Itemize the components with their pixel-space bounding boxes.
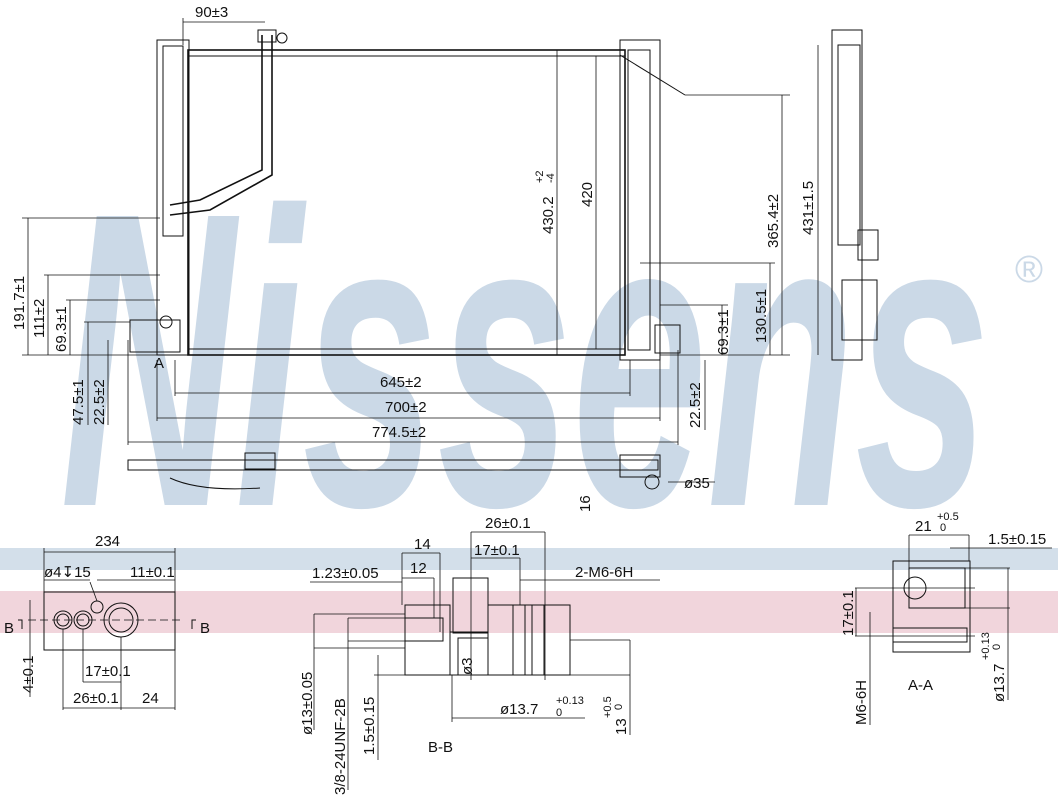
depth-label: 16 — [577, 495, 594, 512]
bb-dim-13-upper: +0.5 — [602, 696, 614, 718]
left-47-label: 47.5±1 — [70, 379, 87, 425]
left-22-label: 22.5±2 — [91, 379, 108, 425]
dist-24-label: 24 — [142, 690, 159, 707]
flange-view: 234 ø4↧15 11±0.1 B B 4±0.1 17±0.1 26±0.1… — [4, 533, 210, 710]
width-700-label: 700±2 — [385, 399, 427, 416]
section-a-marker: A — [154, 355, 164, 372]
aa-dim-21-lower: 0 — [940, 522, 946, 534]
bb-dia-137-upper: +0.13 — [556, 695, 584, 707]
height-core-label: 420 — [579, 182, 596, 207]
left-69-label: 69.3±1 — [53, 306, 70, 352]
condenser-front-view — [129, 29, 686, 361]
bb-thread-m6: 2-M6-6H — [575, 564, 633, 581]
aa-thread: M6-6H — [853, 680, 870, 725]
section-b-left: B — [4, 620, 14, 637]
height-total-tol-upper: +2 — [534, 170, 546, 183]
bb-thread-unf: 3/8-24UNF-2B — [332, 698, 349, 795]
offset-11-label: 11±0.1 — [130, 564, 175, 581]
bb-dim-13-lower: 0 — [613, 704, 625, 710]
aa-dia-137-upper: +0.13 — [980, 632, 992, 660]
bb-dim-26: 26±0.1 — [485, 515, 531, 532]
side-height-label: 431±1.5 — [800, 181, 817, 235]
bb-dim-14: 14 — [414, 536, 431, 553]
section-bb-view: 26±0.1 14 17±0.1 12 1.23±0.05 2-M6-6H ø1… — [299, 515, 660, 795]
bb-dia-137-lower: 0 — [556, 707, 562, 719]
section-b-right: B — [200, 620, 210, 637]
bb-dim-12: 12 — [410, 560, 427, 577]
aa-dim-21-upper: +0.5 — [937, 511, 959, 523]
dist-26-label: 26±0.1 — [73, 690, 119, 707]
bb-dim-15: 1.5±0.15 — [361, 697, 378, 755]
height-total-label: 430.2 — [540, 196, 557, 234]
bb-dim-123: 1.23±0.05 — [312, 565, 379, 582]
main-dimensions: 90±3 430.2 +2 -4 420 365.4±2 191.7±1 111… — [11, 4, 790, 445]
aa-title: A-A — [908, 677, 933, 694]
height-total-tol-lower: -4 — [545, 173, 557, 183]
section-aa-view: 21 +0.5 0 1.5±0.15 17±0.1 M6-6H A-A ø13.… — [840, 511, 1052, 725]
dist-17-label: 17±0.1 — [85, 663, 131, 680]
vert-4-label: 4±0.1 — [20, 656, 37, 693]
height-right-label: 365.4±2 — [765, 194, 782, 248]
pink-band — [0, 591, 1058, 633]
aa-dim-21: 21 — [915, 518, 932, 535]
left-111-label: 111±2 — [31, 299, 48, 338]
registered-mark: ® — [1015, 249, 1043, 291]
aa-dim-15: 1.5±0.15 — [988, 531, 1046, 548]
aa-dim-17: 17±0.1 — [840, 590, 857, 636]
aa-dia-137: ø13.7 — [991, 664, 1008, 702]
pipe-offset-label: 90±3 — [195, 4, 228, 21]
bb-title: B-B — [428, 739, 453, 756]
bb-dim-17: 17±0.1 — [474, 542, 520, 559]
right-130-label: 130.5±1 — [753, 289, 770, 343]
hole-label: ø4↧15 — [44, 564, 91, 581]
bb-dia-13: ø13±0.05 — [299, 672, 316, 735]
left-191-label: 191.7±1 — [11, 276, 28, 330]
aa-dia-137-lower: 0 — [991, 644, 1003, 650]
right-22-label: 22.5±2 — [687, 382, 704, 428]
bb-dia-3: ø3 — [459, 657, 476, 675]
condenser-side-view: 431±1.5 — [800, 29, 879, 361]
width-774-label: 774.5±2 — [372, 424, 426, 441]
bb-dia-137: ø13.7 — [500, 701, 538, 718]
condenser-bottom-view: 16 ø35 — [127, 452, 715, 512]
diameter-35-label: ø35 — [684, 475, 710, 492]
flange-width-label: 234 — [95, 533, 120, 550]
width-645-label: 645±2 — [380, 374, 422, 391]
blue-band — [0, 548, 1058, 570]
right-69-label: 69.3±1 — [715, 309, 732, 355]
bb-dim-13: 13 — [613, 718, 630, 735]
